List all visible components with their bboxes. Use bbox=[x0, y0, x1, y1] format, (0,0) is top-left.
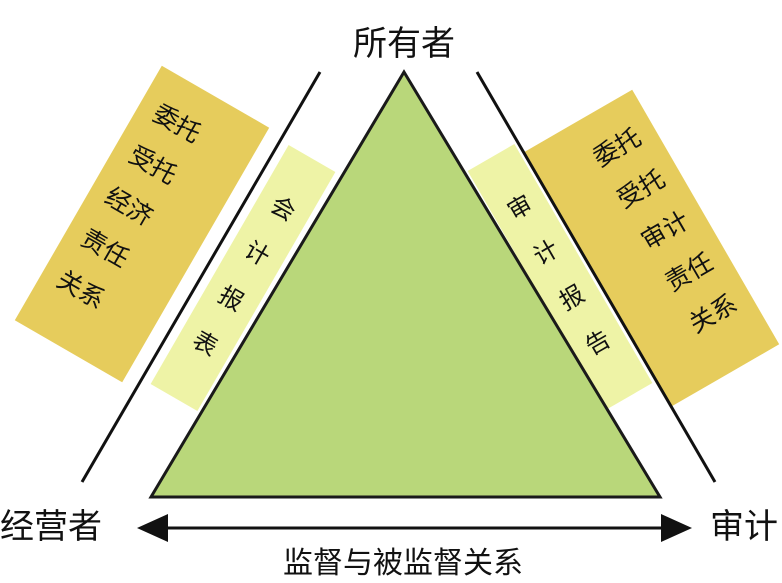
left-inner-box: 会 计 报 表 bbox=[150, 144, 336, 412]
bottom-relation-label: 监督与被监督关系 bbox=[283, 546, 523, 581]
right-inner-box-bg bbox=[467, 143, 653, 411]
left-relation-line bbox=[80, 71, 322, 483]
left-outer-box-bg bbox=[14, 65, 270, 383]
left-inner-box-bg bbox=[150, 144, 336, 412]
right-relation-line bbox=[475, 71, 717, 483]
right-outer-box: 委托 受托 审计 责任 关系 bbox=[524, 89, 780, 407]
left-outer-box: 委托 受托 经济 责任 关系 bbox=[14, 65, 270, 383]
right-inner-box: 审 计 报 告 bbox=[467, 143, 653, 411]
node-auditor-label: 审计 bbox=[710, 507, 778, 547]
node-operator-label: 经营者 bbox=[0, 507, 102, 547]
central-triangle bbox=[148, 69, 663, 499]
node-owner-label: 所有者 bbox=[353, 24, 455, 64]
right-outer-box-bg bbox=[524, 89, 780, 407]
arrow-left-head bbox=[137, 514, 168, 542]
arrow-right-head bbox=[661, 514, 692, 542]
